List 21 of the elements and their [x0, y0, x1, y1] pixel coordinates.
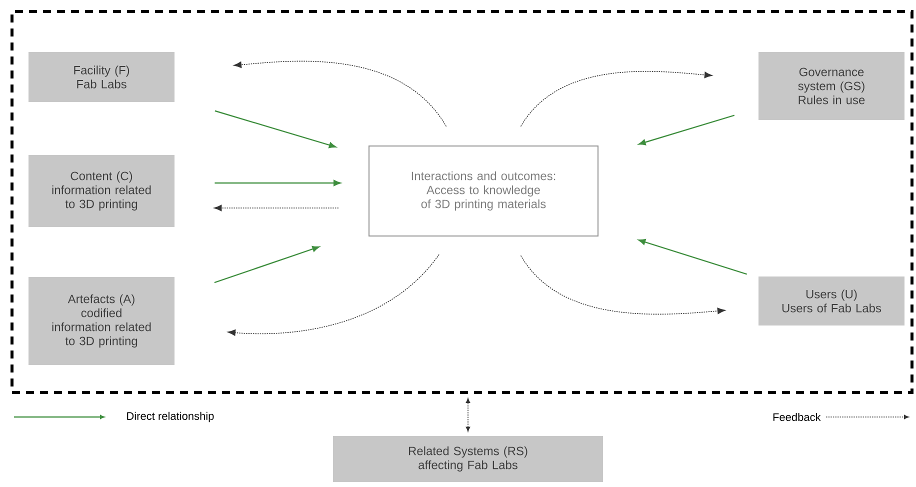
arrow: [520, 255, 726, 314]
arrow: [214, 204, 339, 212]
arrow: [214, 246, 320, 284]
outcome-box: Interactions and outcomes: Access to knowledge of 3D printing materials: [368, 146, 598, 236]
legend-label: Direct relationship: [127, 412, 214, 422]
arrow: [638, 238, 748, 275]
arrow: [214, 110, 336, 148]
arrow: [214, 180, 341, 186]
arrow: [520, 70, 712, 127]
component-box: Facility (F) Fab Labs: [28, 52, 174, 102]
component-box: Artefacts (A) codified information related to 3D printing: [28, 277, 174, 365]
arrow: [466, 398, 470, 432]
system-boundary: [10, 10, 914, 394]
arrow: [234, 60, 447, 127]
component-box: Users (U) Users of Fab Labs: [758, 276, 904, 326]
arrow: [638, 114, 735, 146]
legend-label: Feedback: [773, 412, 821, 422]
component-box: Governance system (GS) Rules in use: [758, 52, 904, 120]
component-box: Content (C) information related to 3D printing: [28, 155, 174, 227]
component-box: Related Systems (RS) affecting Fab Labs: [333, 436, 603, 482]
arrow: [228, 254, 440, 336]
